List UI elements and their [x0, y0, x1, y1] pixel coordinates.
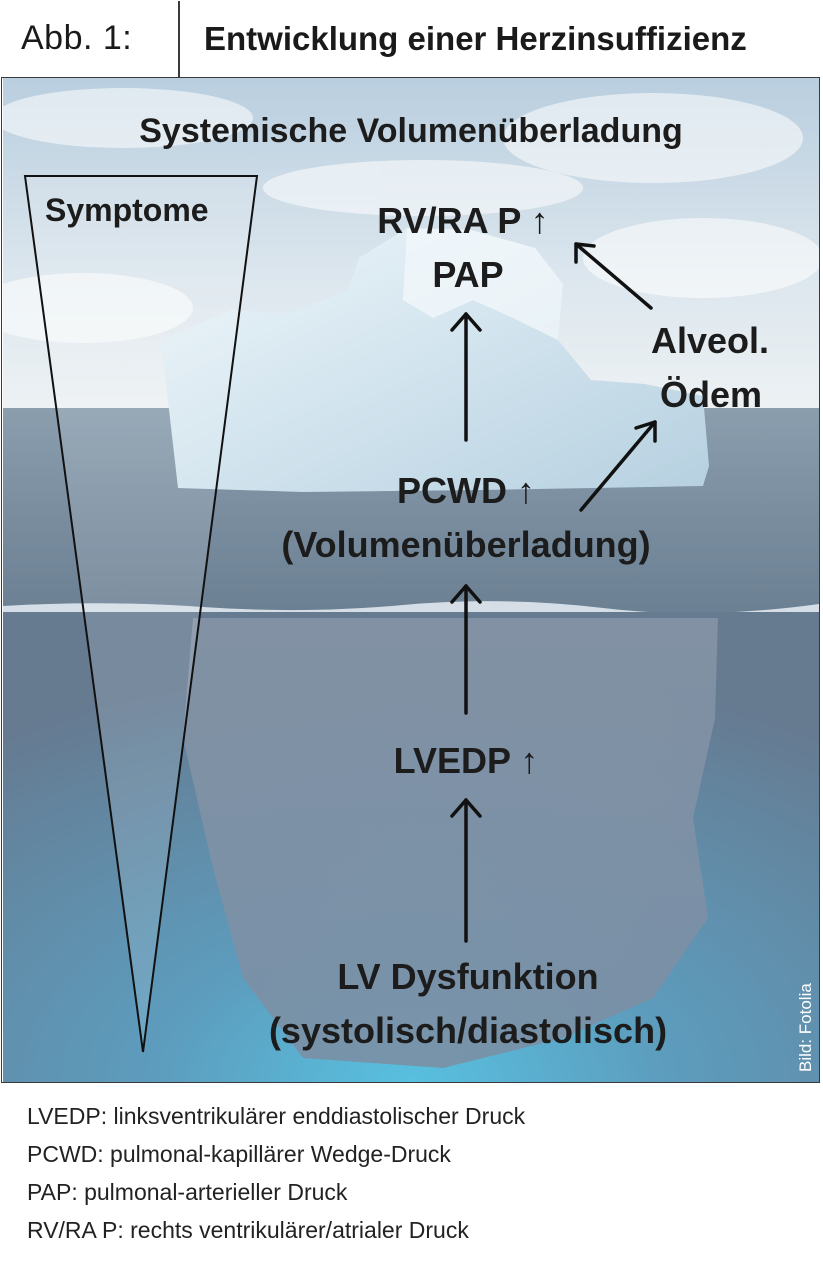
photo-credit: Bild: Fotolia — [796, 983, 815, 1072]
lvedp-label: LVEDP ↑ — [393, 740, 539, 781]
iceberg-highlight — [403, 228, 563, 340]
figure-header: Abb. 1: Entwicklung einer Herzinsuffizie… — [1, 1, 820, 78]
systolic-diastolic-label: (systolisch/diastolisch) — [268, 1010, 668, 1051]
arrow-lvedp-to-pcwd — [450, 584, 482, 715]
legend-item-pcwd: PCWD: pulmonal-kapillärer Wedge-Druck — [27, 1141, 451, 1167]
iceberg-illustration — [3, 78, 819, 1082]
legend-item-lvedp: LVEDP: linksventrikulärer enddiastolisch… — [27, 1103, 526, 1129]
pcwd-label: PCWD ↑ — [397, 470, 535, 511]
symptom-triangle — [23, 175, 259, 1053]
arrows — [450, 242, 657, 943]
header-divider — [178, 1, 180, 78]
arrow-pcwd-to-pap — [450, 312, 482, 442]
abbreviation-legend: LVEDP: linksventrikulärer enddiastolisch… — [1, 1082, 820, 1265]
arrow-pcwd-to-alveol — [579, 420, 657, 512]
figure-number: Abb. 1: — [21, 19, 133, 57]
iceberg-top — [161, 228, 709, 492]
figure-title: Entwicklung einer Herzinsuffizienz — [204, 20, 747, 57]
arrow-alveol-to-rvra — [574, 242, 653, 310]
volume-overload-label: (Volumenüberladung) — [281, 524, 651, 565]
clouds — [3, 88, 819, 343]
systemic-overload-label: Systemische Volumenüberladung — [139, 112, 683, 150]
arrow-lvdys-to-lvedp — [450, 798, 482, 943]
lv-dysfunction-label: LV Dysfunktion — [337, 956, 599, 997]
legend-item-pap: PAP: pulmonal-arterieller Druck — [27, 1179, 348, 1205]
legend-item-rv-ra-p: RV/RA P: rechts ventrikulärer/atrialer D… — [27, 1217, 469, 1243]
oedema-label: Ödem — [659, 374, 763, 415]
water-line — [3, 601, 819, 614]
pap-label: PAP — [432, 254, 504, 295]
iceberg-scene: Systemische Volumenüberladung Symptome R… — [3, 78, 819, 1082]
alveol-label: Alveol. — [650, 320, 770, 361]
rv-ra-p-label: RV/RA P ↑ — [377, 200, 549, 241]
iceberg-submerged — [183, 618, 718, 1068]
symptoms-label: Symptome — [45, 192, 209, 228]
